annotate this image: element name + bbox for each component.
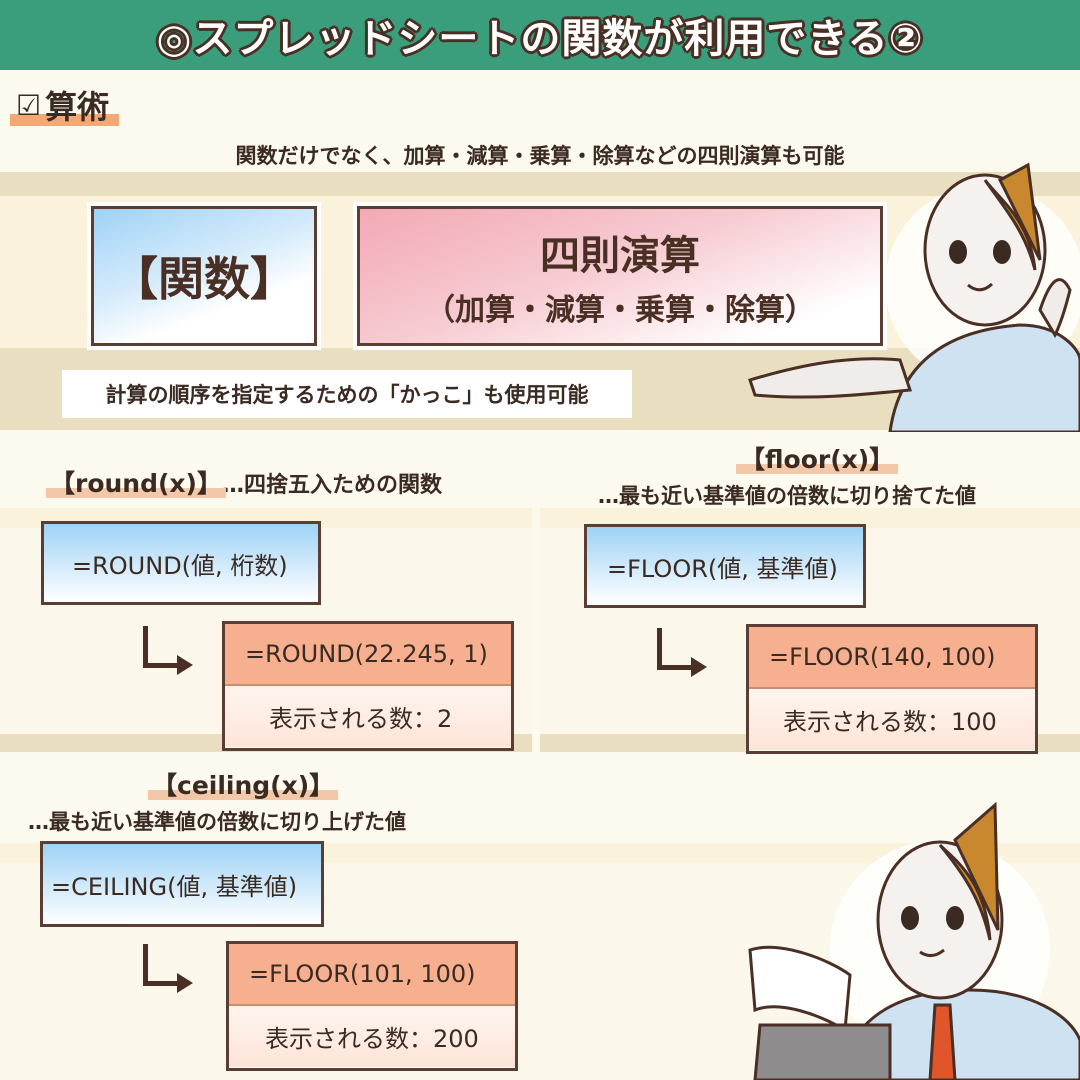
round-heading-row: 【round(x)】 …四捨五入ための関数 [46,464,442,500]
ceiling-heading: 【ceiling(x)】 [147,766,339,802]
section-title: 算術 [45,88,110,126]
ceiling-description: …最も近い基準値の倍数に切り上げた値 [28,810,406,834]
intro-text: 関数だけでなく、加算・減算・乗算・除算などの四則演算も可能 [235,144,845,168]
function-label: 【関数】 [112,252,296,306]
round-result-box: =ROUND(22.245, 1) 表示される数：2 [222,621,514,751]
page-header: ◎スプレッドシートの関数が利用できる② [0,0,1080,70]
page-title: ◎スプレッドシートの関数が利用できる② [156,16,924,62]
ceiling-result: 表示される数：200 [229,1006,515,1067]
parentheses-note: 計算の順序を指定するための「かっこ」も使用可能 [62,370,632,418]
ceiling-result-box: =FLOOR(101, 100) 表示される数：200 [226,941,518,1071]
round-description: …四捨五入ための関数 [221,473,442,498]
round-example: =ROUND(22.245, 1) [225,624,511,686]
floor-result-box: =FLOOR(140, 100) 表示される数：100 [746,624,1038,754]
floor-syntax-box: =FLOOR(値, 基準値) [584,524,866,608]
character-illustration-top [748,162,1080,432]
round-heading: 【round(x)】 [46,464,226,500]
ceiling-heading-wrap: 【ceiling(x)】 [147,766,339,802]
arithmetic-subtitle: （加算・減算・乗算・除算） [425,293,815,328]
floor-result: 表示される数：100 [749,689,1035,750]
band-top-dark [0,172,1080,196]
floor-description: …最も近い基準値の倍数に切り捨てた値 [598,484,976,508]
round-syntax: =ROUND(値, 桁数) [72,551,288,580]
section-underline [10,114,120,126]
round-result: 表示される数：2 [225,686,511,747]
character-illustration-bottom [748,801,1080,1080]
arithmetic-box: 四則演算 （加算・減算・乗算・除算） [357,206,883,346]
section-label: ☑ 算術 [10,82,120,128]
ceiling-syntax: =CEILING(値, 基準値) [51,872,298,901]
floor-example: =FLOOR(140, 100) [749,627,1035,689]
arithmetic-title: 四則演算 [540,233,700,279]
floor-heading: 【floor(x)】 [735,440,899,476]
floor-heading-wrap: 【floor(x)】 [735,440,899,476]
ceiling-syntax-box: =CEILING(値, 基準値) [40,841,324,927]
round-syntax-box: =ROUND(値, 桁数) [41,521,321,605]
floor-syntax: =FLOOR(値, 基準値) [607,554,838,583]
band-right-top [540,508,1080,528]
function-box: 【関数】 [91,206,317,346]
checkbox-icon: ☑ [16,88,42,122]
ceiling-example: =FLOOR(101, 100) [229,944,515,1006]
